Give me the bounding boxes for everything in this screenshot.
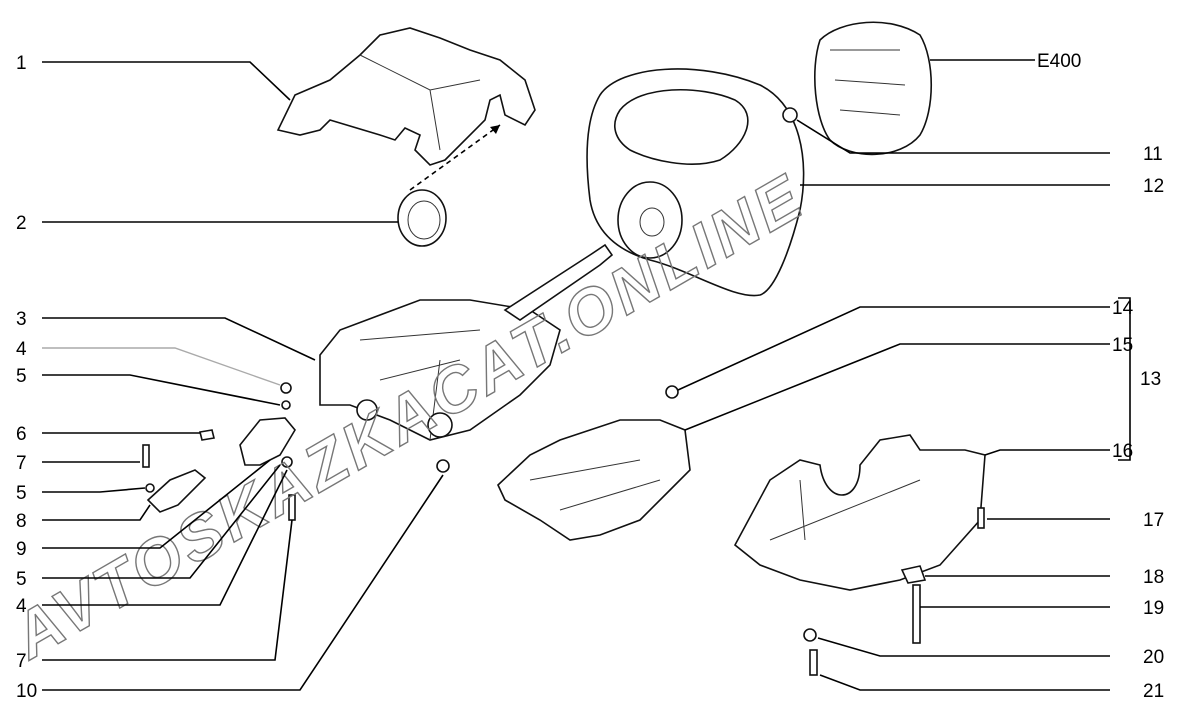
callout-15: 15 [1112, 335, 1133, 356]
callout-5c: 5 [16, 569, 27, 590]
part-airbag-module [814, 21, 932, 156]
callout-14: 14 [1112, 298, 1134, 319]
callout-1: 1 [16, 53, 27, 74]
leader-lines-left [42, 61, 444, 691]
callout-11: 11 [1143, 144, 1163, 165]
callout-2: 2 [16, 213, 27, 234]
callout-9: 9 [16, 539, 27, 560]
callout-5: 5 [16, 366, 27, 387]
part-nut-11 [782, 107, 798, 123]
callout-13: 13 [1140, 369, 1161, 390]
part-small-fasteners [142, 382, 679, 521]
callout-19: 19 [1143, 598, 1164, 619]
part-lower-screws [803, 507, 985, 676]
part-steering-wheel [586, 68, 805, 297]
dashed-assembly-arrow [409, 124, 501, 191]
part-lower-shroud-inner [497, 419, 691, 541]
callout-17: 17 [1143, 510, 1164, 531]
callout-16: 16 [1112, 441, 1133, 462]
group-bracket-13 [1118, 297, 1131, 461]
labels-left: 1 2 3 4 5 6 7 5 8 9 5 4 7 10 [16, 53, 37, 702]
part-lower-shroud [733, 434, 986, 591]
callout-18: 18 [1143, 567, 1164, 588]
callout-5b: 5 [16, 483, 27, 504]
callout-e400: E400 [1037, 51, 1081, 72]
callout-6: 6 [16, 424, 27, 445]
callout-8: 8 [16, 511, 27, 532]
callout-7: 7 [16, 453, 27, 474]
callout-21: 21 [1143, 681, 1164, 702]
callout-10: 10 [16, 681, 37, 702]
callout-3: 3 [16, 309, 27, 330]
callout-4b: 4 [16, 596, 27, 617]
part-upper-shroud [276, 27, 536, 166]
callout-20: 20 [1143, 647, 1164, 668]
part-ring [397, 189, 447, 247]
callout-12: 12 [1143, 176, 1164, 197]
arrow-head-icon [490, 125, 500, 134]
leader-lines-right [677, 59, 1131, 691]
callout-7b: 7 [16, 651, 27, 672]
part-steering-column [319, 243, 614, 441]
labels-right: E400 11 12 14 15 13 16 17 18 19 20 21 [1037, 51, 1164, 702]
callout-4: 4 [16, 339, 27, 360]
